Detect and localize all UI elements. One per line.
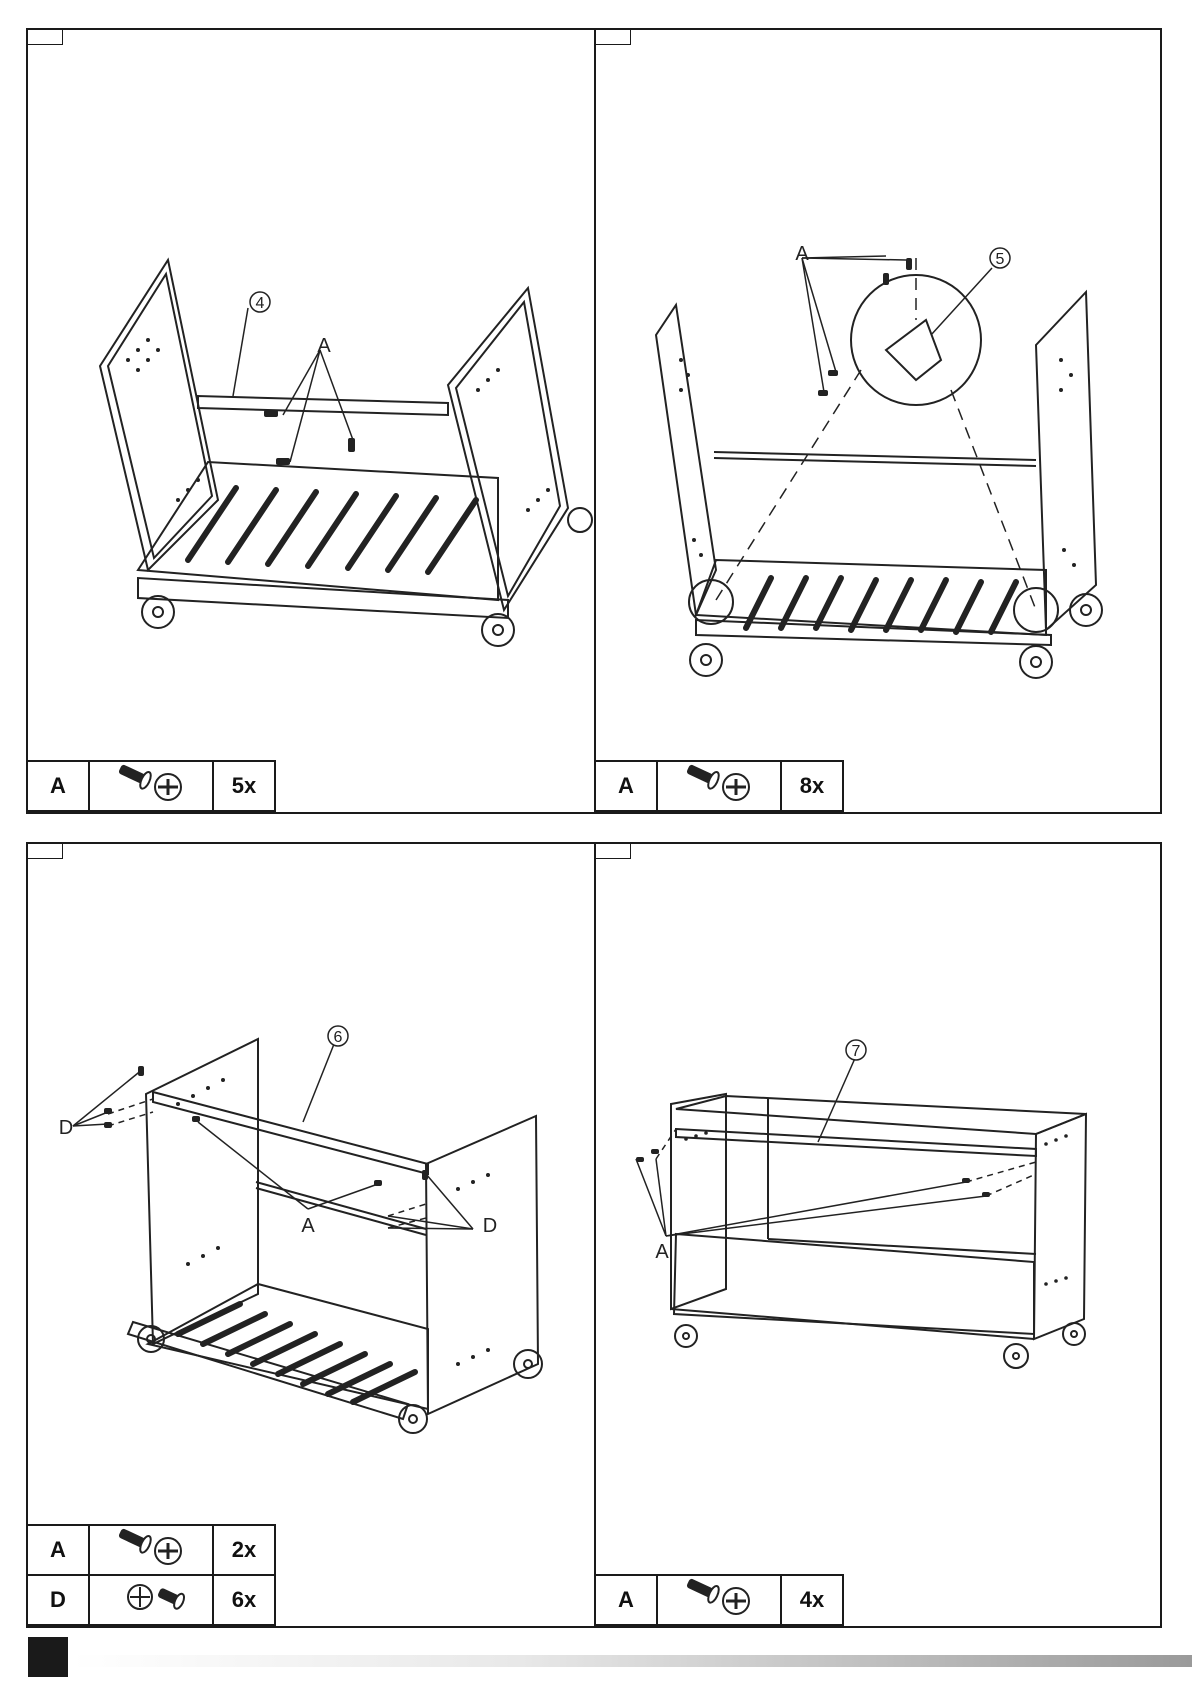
- caster-wheel: [1020, 646, 1052, 678]
- hardware-callout: A: [655, 1241, 669, 1263]
- hardware-quantity: 8x: [781, 761, 843, 811]
- bolt-phillips-icon: [89, 1525, 213, 1575]
- bolt-phillips-icon: [657, 1575, 781, 1625]
- hardware-code: A: [596, 761, 657, 811]
- cross-bar-4: [198, 396, 448, 415]
- part-number-callout: 6: [334, 1029, 343, 1046]
- left-side-panel: [100, 260, 218, 570]
- hardware-table: A 5x: [28, 760, 276, 812]
- phillips-bolt-icon: [89, 1575, 213, 1625]
- detail-magnifier: [851, 275, 981, 405]
- caster-wheel: [482, 614, 514, 646]
- front-panel: [674, 1234, 1034, 1334]
- base-frame: [138, 578, 508, 618]
- hardware-code: A: [596, 1575, 657, 1625]
- hardware-code: A: [28, 1525, 89, 1575]
- shelf-slots: [188, 488, 476, 572]
- step-panel-1: 4 A A 5x: [26, 28, 596, 814]
- step-panel-2: 5 A A 8x: [594, 28, 1162, 814]
- hardware-callout: A: [317, 335, 331, 357]
- part-number-callout: 5: [996, 251, 1005, 268]
- bolt-phillips-icon: [657, 761, 781, 811]
- hardware-row: D 6x: [28, 1575, 275, 1625]
- hardware-code: A: [28, 761, 89, 811]
- hardware-table: A 4x: [596, 1574, 844, 1626]
- hardware-quantity: 4x: [781, 1575, 843, 1625]
- left-side-panel: [671, 1094, 726, 1309]
- caster-wheel: [1004, 1344, 1028, 1368]
- hardware-row: A 5x: [28, 761, 275, 811]
- step-panel-3: 6 D A D A 2x D: [26, 842, 596, 1628]
- hardware-callout: D: [483, 1215, 497, 1237]
- caster-wheel: [1070, 594, 1102, 626]
- cart-illustration: 7 A: [596, 844, 1160, 1464]
- hardware-table: A 8x: [596, 760, 844, 812]
- caster-wheel: [1063, 1323, 1085, 1345]
- footer-gradient-bar: [72, 1655, 1192, 1667]
- part-number-callout: 7: [852, 1043, 861, 1060]
- caster-wheel: [568, 508, 592, 532]
- hardware-callout: A: [301, 1215, 315, 1237]
- cart-illustration: 4 A: [28, 30, 594, 730]
- hardware-quantity: 2x: [213, 1525, 275, 1575]
- hardware-code: D: [28, 1575, 89, 1625]
- hardware-callout: D: [59, 1117, 73, 1139]
- hardware-callout: A: [795, 243, 809, 265]
- hardware-row: A 8x: [596, 761, 843, 811]
- caster-wheel: [690, 644, 722, 676]
- corner-bracket-5: [886, 320, 941, 380]
- hardware-row: A 4x: [596, 1575, 843, 1625]
- page-number-box: [28, 1637, 68, 1677]
- bolt-phillips-icon: [89, 761, 213, 811]
- hardware-row: A 2x: [28, 1525, 275, 1575]
- right-side-panel: [1034, 1114, 1086, 1339]
- bottom-shelf: [138, 462, 498, 600]
- front-rail-7: [676, 1129, 1036, 1156]
- top-frame: [676, 1096, 1086, 1134]
- top-rail-6: [153, 1092, 428, 1174]
- caster-wheel: [142, 596, 174, 628]
- hardware-quantity: 5x: [213, 761, 275, 811]
- cart-illustration: 5 A: [596, 30, 1160, 730]
- caster-wheel: [675, 1325, 697, 1347]
- step-panel-4: 7 A A 4x: [594, 842, 1162, 1628]
- cart-illustration: 6 D A D: [28, 844, 594, 1464]
- hardware-table: A 2x D 6x: [28, 1524, 276, 1626]
- left-side-panel: [656, 305, 716, 615]
- part-number-callout: 4: [256, 295, 265, 312]
- shelf-slots: [178, 1304, 415, 1402]
- hardware-quantity: 6x: [213, 1575, 275, 1625]
- left-side-panel: [146, 1039, 258, 1344]
- right-side-panel: [426, 1116, 538, 1414]
